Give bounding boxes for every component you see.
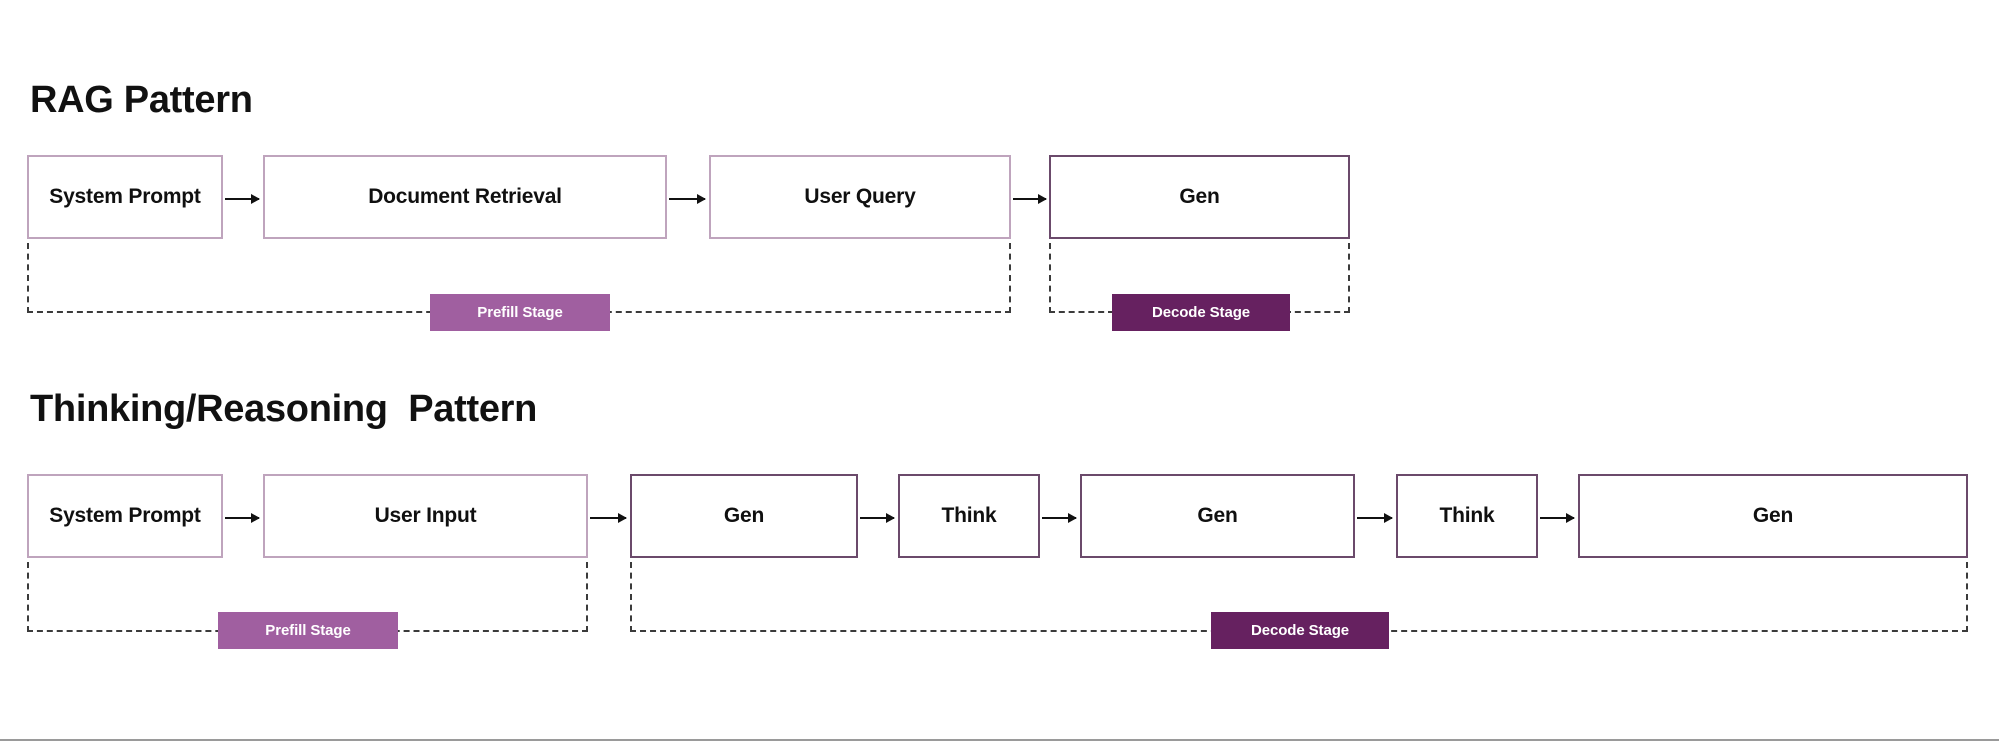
node-think-gen-3[interactable]: Gen	[1578, 474, 1968, 558]
node-rag-gen[interactable]: Gen	[1049, 155, 1350, 239]
node-label: User Input	[374, 504, 477, 527]
section-title-thinking: Thinking/Reasoning Pattern	[30, 388, 538, 430]
node-label: Think	[1439, 504, 1495, 527]
node-label: Document Retrieval	[368, 185, 562, 208]
node-label: Gen	[1752, 504, 1794, 527]
node-label: Gen	[723, 504, 765, 527]
badge-think-prefill-stage[interactable]: Prefill Stage	[218, 612, 398, 649]
arrow-think-1	[225, 517, 259, 519]
arrow-rag-3	[1013, 198, 1046, 200]
badge-label: Prefill Stage	[477, 304, 563, 321]
badge-label: Decode Stage	[1152, 304, 1250, 321]
badge-rag-prefill-stage[interactable]: Prefill Stage	[430, 294, 610, 331]
node-think-gen-1[interactable]: Gen	[630, 474, 858, 558]
section-title-rag: RAG Pattern	[30, 79, 253, 121]
node-label: User Query	[804, 185, 916, 208]
arrow-think-6	[1540, 517, 1574, 519]
node-think-gen-2[interactable]: Gen	[1080, 474, 1355, 558]
node-think-user-input[interactable]: User Input	[263, 474, 588, 558]
badge-label: Prefill Stage	[265, 622, 351, 639]
node-rag-document-retrieval[interactable]: Document Retrieval	[263, 155, 667, 239]
arrow-rag-1	[225, 198, 259, 200]
arrow-think-3	[860, 517, 894, 519]
node-rag-system-prompt[interactable]: System Prompt	[27, 155, 223, 239]
badge-label: Decode Stage	[1251, 622, 1349, 639]
arrow-think-2	[590, 517, 626, 519]
arrow-think-4	[1042, 517, 1076, 519]
arrow-rag-2	[669, 198, 705, 200]
node-label: Gen	[1179, 185, 1220, 208]
arrow-think-5	[1357, 517, 1392, 519]
node-label: Think	[941, 504, 997, 527]
node-think-think-1[interactable]: Think	[898, 474, 1040, 558]
node-think-think-2[interactable]: Think	[1396, 474, 1538, 558]
node-label: System Prompt	[49, 504, 201, 527]
node-think-system-prompt[interactable]: System Prompt	[27, 474, 223, 558]
node-label: System Prompt	[49, 185, 201, 208]
node-rag-user-query[interactable]: User Query	[709, 155, 1011, 239]
badge-think-decode-stage[interactable]: Decode Stage	[1211, 612, 1389, 649]
node-label: Gen	[1197, 504, 1238, 527]
badge-rag-decode-stage[interactable]: Decode Stage	[1112, 294, 1290, 331]
